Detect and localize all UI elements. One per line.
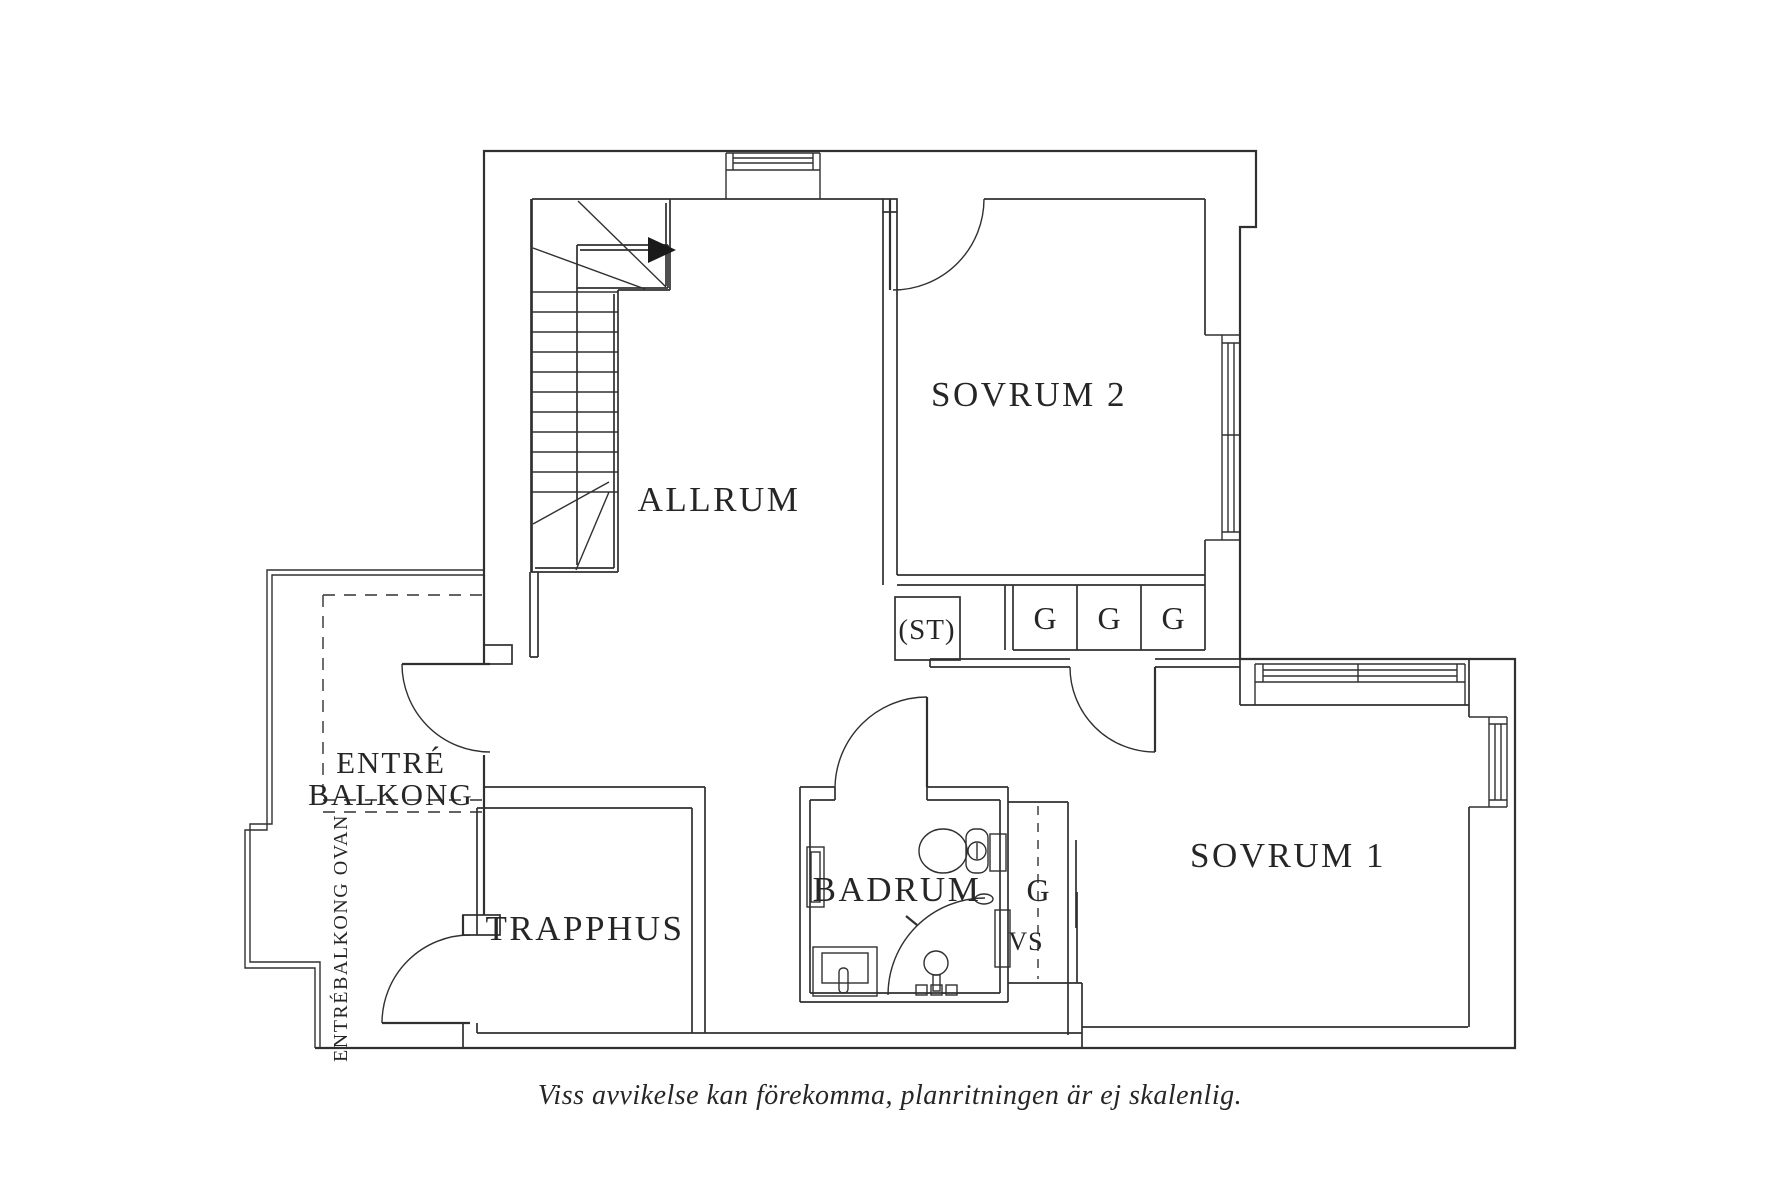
door-leaves (382, 199, 1157, 1025)
window-allrum-north (725, 152, 821, 199)
stair-break-lines (532, 200, 667, 571)
label-balkong: BALKONG (308, 777, 474, 812)
room-label-badrum: BADRUM (813, 870, 982, 909)
sink-icon (812, 946, 878, 997)
st-cabinet-box (894, 596, 961, 661)
window-sovrum1-north (1254, 663, 1466, 705)
staircase (530, 199, 676, 573)
interior-walls (462, 198, 1470, 1048)
wall-niches (806, 833, 1011, 968)
room-label-trapphus: TRAPPHUS (486, 909, 685, 948)
exterior-walls (315, 149, 1517, 1050)
windows (725, 152, 1508, 808)
door-jamb-block (483, 644, 513, 665)
room-label-sovrum2: SOVRUM 2 (931, 375, 1127, 414)
stair-treads (531, 291, 618, 493)
shower-icon (887, 893, 994, 996)
label-entrebalkong-ovan: ENTRÉBALKONG OVAN (329, 814, 352, 1062)
label-st: (ST) (898, 614, 955, 646)
stair-direction-arrow-icon (648, 237, 676, 263)
toilet-icon (918, 828, 989, 874)
window-sovrum2-east (1205, 334, 1240, 541)
label-entre: ENTRÉ (336, 745, 446, 780)
caption: Viss avvikelse kan förekomma, planritnin… (538, 1080, 1242, 1111)
label-g-1: G (1033, 600, 1056, 636)
label-g-2: G (1097, 600, 1120, 636)
door-swing-arcs (381, 198, 1156, 1024)
label-vs: VS (1008, 927, 1043, 956)
label-g-3: G (1161, 600, 1184, 636)
doors (381, 198, 1157, 1025)
room-label-allrum: ALLRUM (638, 480, 801, 519)
label-g-bedroom: G (1026, 872, 1049, 908)
window-sovrum1-east (1469, 716, 1508, 808)
bathroom-fixtures (806, 828, 1011, 997)
room-label-sovrum1: SOVRUM 1 (1190, 836, 1386, 875)
entre-balkong-outline (244, 569, 484, 1048)
door-jamb-block (462, 914, 501, 936)
labels: ALLRUM SOVRUM 2 SOVRUM 1 TRAPPHUS BADRUM… (308, 375, 1386, 1111)
